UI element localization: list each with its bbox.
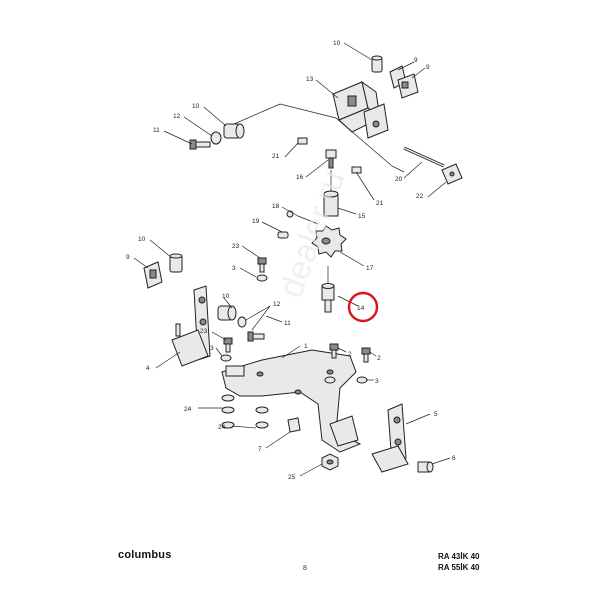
callout-12: 12 <box>173 113 181 120</box>
part-6-pin <box>417 461 434 473</box>
part-17-star-knob <box>311 225 347 258</box>
callout-3: 3 <box>210 345 214 352</box>
part-16-block <box>325 149 337 169</box>
part-14-shaft <box>321 266 335 313</box>
callout-23: 23 <box>200 328 208 335</box>
callout-20: 20 <box>395 176 403 183</box>
part-21-pin <box>351 166 362 174</box>
part-12-washer <box>237 316 247 328</box>
callout-3: 3 <box>375 378 379 385</box>
callout-10: 10 <box>222 293 230 300</box>
part-22-clip <box>441 163 463 185</box>
callout-9: 9 <box>126 254 130 261</box>
callout-3: 3 <box>232 265 236 272</box>
callout-23: 23 <box>232 243 240 250</box>
part-11-screw <box>247 331 265 342</box>
part-13-hinge-bracket <box>332 80 389 139</box>
part-10-bushing <box>169 253 183 273</box>
callout-19: 19 <box>252 218 260 225</box>
callout-22: 22 <box>416 193 424 200</box>
part-5-hinge-bracket <box>371 403 409 473</box>
callout-2: 2 <box>348 351 352 358</box>
callout-2: 2 <box>377 355 381 362</box>
callout-9: 9 <box>414 57 418 64</box>
part-19-spring <box>277 231 289 239</box>
page-number: 8 <box>303 565 307 572</box>
callout-11: 11 <box>153 127 160 134</box>
callout-21: 21 <box>272 153 280 160</box>
part-15-shaft <box>323 170 339 217</box>
model-label: RA 55İK 40 <box>438 563 480 572</box>
callout-14: 14 <box>357 305 365 312</box>
part-23-screw <box>257 257 267 273</box>
part-11-screw <box>189 139 211 150</box>
part-23-screw <box>223 337 233 353</box>
callout-1: 1 <box>304 343 308 350</box>
part-7-clip <box>287 417 301 433</box>
part-3-washer <box>324 376 336 384</box>
part-24-washers <box>221 394 269 429</box>
part-9-plate <box>143 261 163 289</box>
callout-7: 7 <box>258 446 262 453</box>
callout-11: 11 <box>284 320 291 327</box>
part-10-bushing-top <box>371 55 383 73</box>
part-3-washer <box>220 354 232 362</box>
part-10-bushing-left <box>223 123 245 139</box>
callout-12: 12 <box>273 301 281 308</box>
callout-17: 17 <box>366 265 374 272</box>
callout-18: 18 <box>272 203 280 210</box>
callout-10: 10 <box>192 103 200 110</box>
callout-25: 25 <box>288 474 296 481</box>
part-2-screw <box>329 343 371 363</box>
callout-4: 4 <box>146 365 150 372</box>
callout-10: 10 <box>333 40 341 47</box>
model-label: RA 43İK 40 <box>438 552 480 561</box>
part-25-nut <box>321 453 339 471</box>
callout-21: 21 <box>376 200 384 207</box>
part-10-bushing <box>217 305 237 321</box>
part-21-pin <box>297 137 308 145</box>
brand-logo: columbus <box>118 549 172 561</box>
callout-5: 5 <box>434 411 438 418</box>
part-9-plate <box>389 65 419 99</box>
part-4-hinge-bracket <box>171 285 211 367</box>
callout-6: 6 <box>452 455 456 462</box>
part-12-washer <box>210 131 222 145</box>
highlight-circle <box>347 291 379 323</box>
part-3-washer <box>356 376 368 384</box>
callout-16: 16 <box>296 174 304 181</box>
part-3-washer <box>256 274 268 282</box>
callout-13: 13 <box>306 76 314 83</box>
callout-24: 24 <box>218 424 226 431</box>
callout-9: 9 <box>426 64 430 71</box>
callout-10: 10 <box>138 236 146 243</box>
part-20-long-pin <box>403 146 445 168</box>
part-1-base-plate <box>221 349 362 453</box>
callout-24: 24 <box>184 406 192 413</box>
callout-15: 15 <box>358 213 366 220</box>
